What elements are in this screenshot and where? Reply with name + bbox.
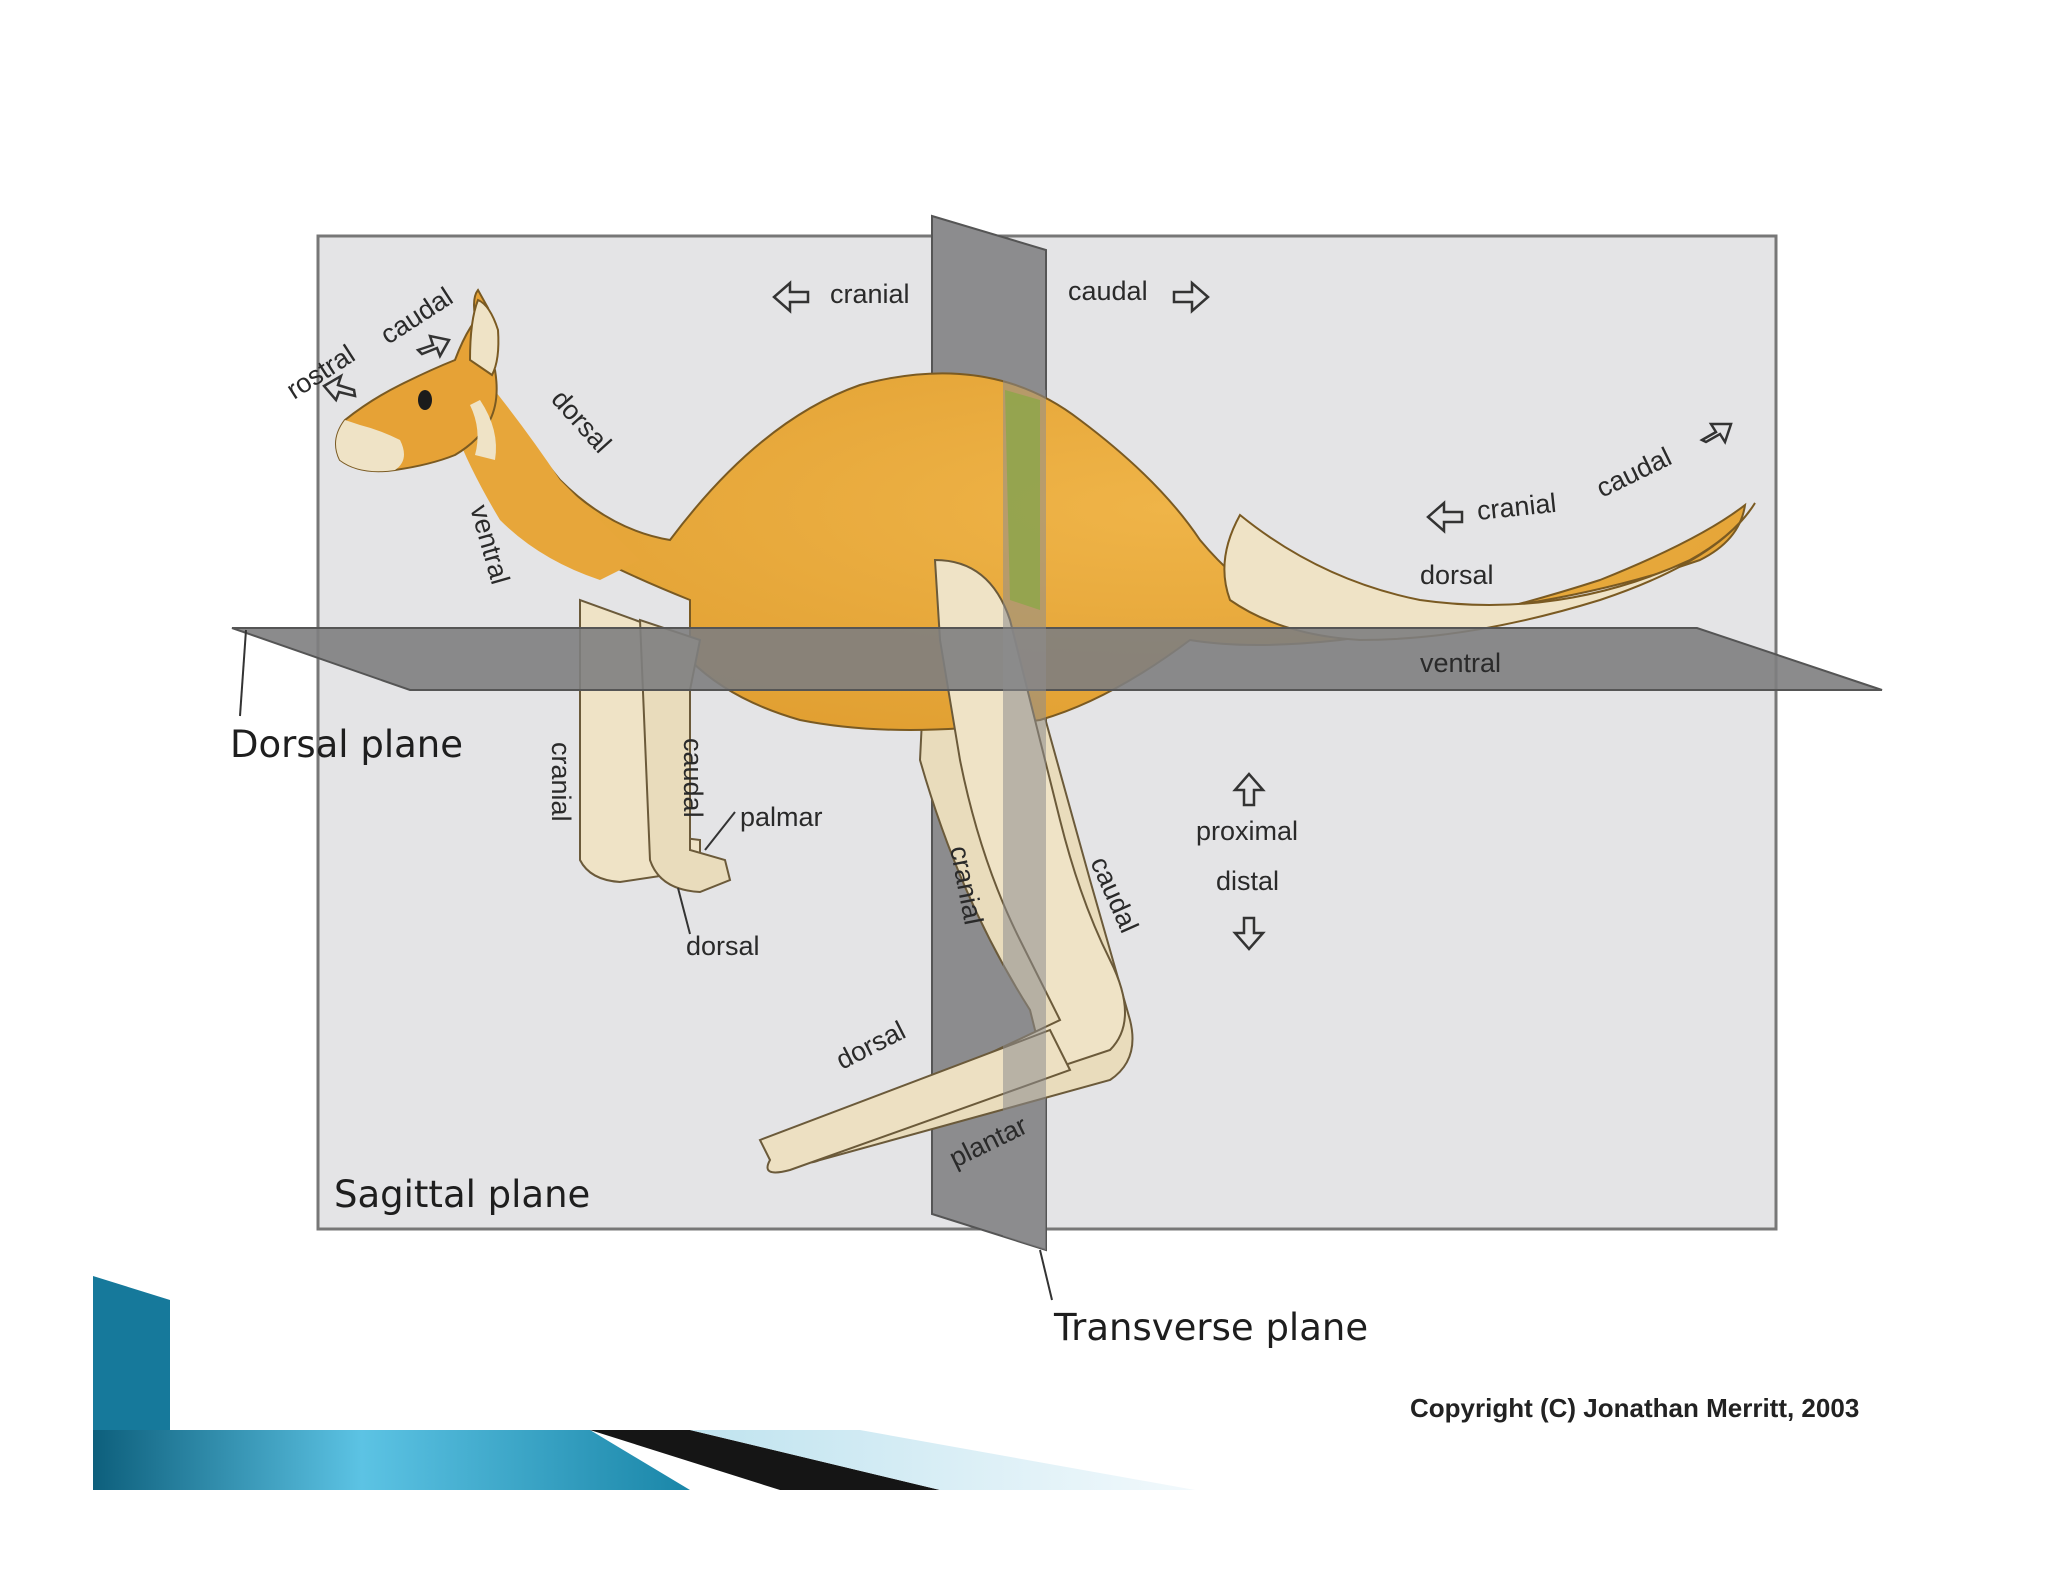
- label-dorsal-plane: Dorsal plane: [230, 723, 463, 766]
- label-top-caudal: caudal: [1068, 276, 1148, 306]
- transverse-plane-green: [1005, 390, 1040, 610]
- arrow-right-icon: [415, 334, 451, 359]
- label-forelimb-cranial: cranial: [546, 742, 576, 822]
- arrow-left-icon: [322, 373, 357, 403]
- arrow-left-icon: [1426, 500, 1464, 534]
- slide-decoration: [93, 1276, 1195, 1490]
- label-tail-ventral: ventral: [1420, 648, 1501, 678]
- label-sagittal-plane: Sagittal plane: [334, 1173, 590, 1216]
- label-proximal: proximal: [1196, 816, 1298, 846]
- arrow-left-icon: [772, 280, 810, 314]
- direction-arrows: [322, 280, 1733, 951]
- label-distal: distal: [1216, 866, 1279, 896]
- dorsal-plane: [231, 627, 1883, 691]
- label-top-cranial: cranial: [830, 279, 910, 309]
- arrow-up-icon: [1232, 772, 1266, 807]
- label-tail-dorsal: dorsal: [1420, 560, 1494, 590]
- arrow-right-icon: [1172, 280, 1210, 314]
- arrow-down-icon: [1232, 916, 1266, 951]
- label-paw-dorsal: dorsal: [686, 931, 760, 961]
- arrow-right-icon: [1699, 422, 1733, 445]
- copyright-text: Copyright (C) Jonathan Merritt, 2003: [1410, 1393, 1859, 1423]
- label-palmar: palmar: [740, 802, 823, 832]
- label-forelimb-caudal: caudal: [678, 738, 708, 818]
- label-transverse-plane: Transverse plane: [1053, 1306, 1368, 1349]
